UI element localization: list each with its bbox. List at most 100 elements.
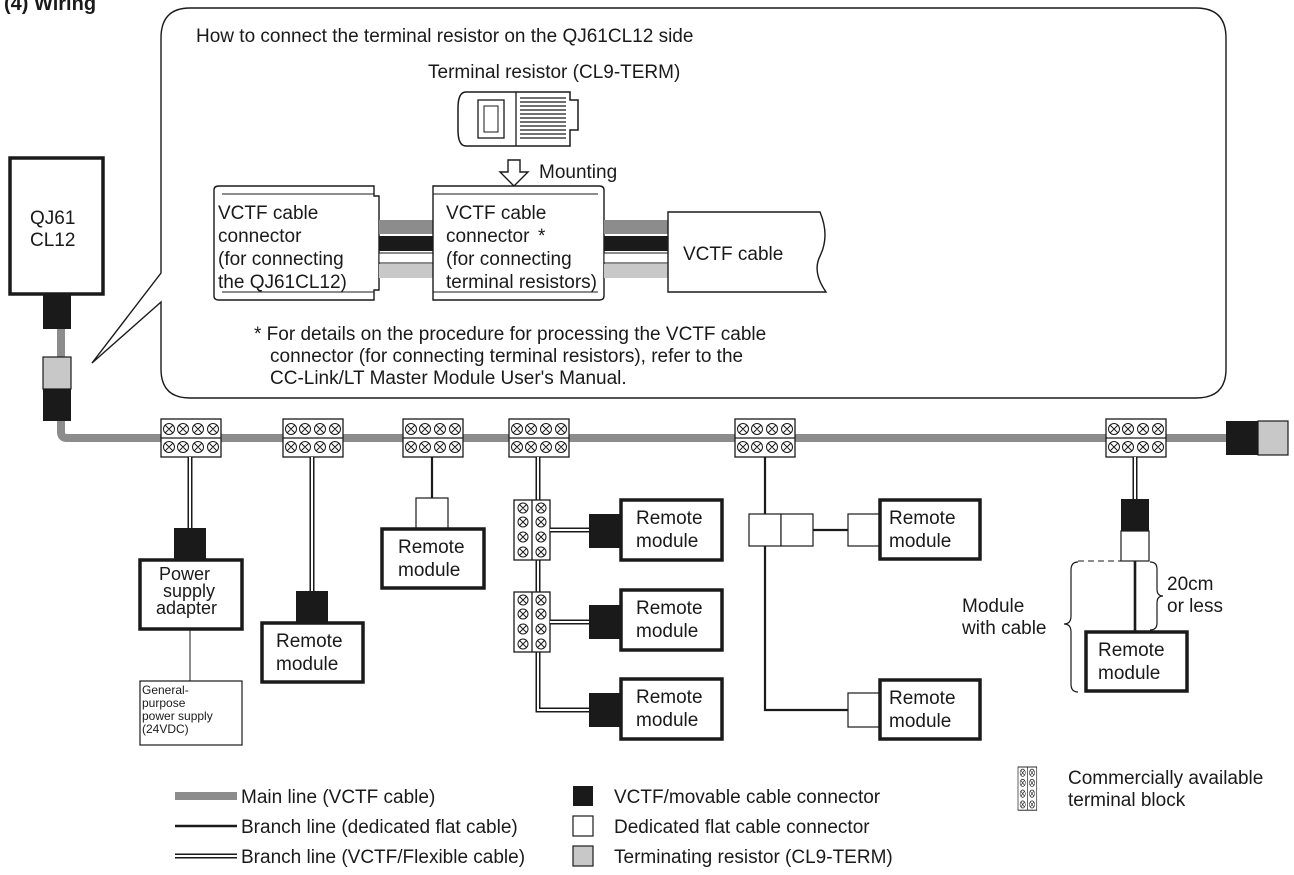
remote-module-line2: module [889,711,951,732]
legend-vctf-connector-swatch [573,786,593,806]
vctf-connector-qj61cl12 [213,185,380,301]
general-supply-line2: purpose [142,696,186,710]
remote-module [260,621,365,684]
remote-module-line2: module [1098,663,1160,684]
module-with-cable-line1: Module [962,596,1024,617]
vctf-cable-label: VCTF cable [683,244,783,265]
flat-connector [415,497,449,530]
terminal-block [513,499,551,561]
terminating-resistor [42,356,72,390]
flat-connector [748,513,782,547]
legend-terminating-resistor-swatch [572,845,594,867]
flat-connector [780,513,814,547]
general-supply-line4: (24VDC) [142,722,189,736]
flat-connector [847,513,881,547]
vctf-connector-terminal-resistors [432,185,605,301]
remote-module-line1: Remote [398,537,465,558]
mounting-label: Mounting [539,162,617,183]
remote-module-line1: Remote [276,631,343,652]
general-supply-line1: General- [142,683,189,697]
terminal-resistor-icon [457,91,579,147]
remote-module-line2: module [636,621,698,642]
legend-vctf-connector: VCTF/movable cable connector [614,787,881,808]
footnote-line1: * For details on the procedure for proce… [254,324,766,345]
remote-module [619,498,724,562]
branch-line-vctf [550,527,589,625]
cable-length-line2: or less [1167,596,1223,617]
connector-left-line3: (for connecting [218,249,344,270]
remote-module [619,677,724,741]
vctf-connector [1121,499,1149,531]
vctf-cable-jacket [667,211,828,293]
terminal-block [513,591,551,653]
length-brace [1149,561,1164,631]
master-label-line1: QJ61 [30,208,75,229]
remote-module [878,678,982,741]
general-supply-line3: power supply [142,709,213,723]
terminal-block [402,418,464,458]
terminal-block [282,418,344,458]
remote-module-line1: Remote [636,508,703,529]
master-label-line2: CL12 [30,230,75,251]
legend-flat-connector-swatch [572,815,594,837]
vctf-connector [296,591,328,623]
remote-module-line1: Remote [636,598,703,619]
legend-branch-flat: Branch line (dedicated flat cable) [241,817,518,838]
main-line [57,421,1226,442]
vctf-connector [43,389,71,421]
remote-module-line2: module [636,531,698,552]
terminal-block [508,418,570,458]
connector-left-line2: connector [218,226,302,247]
power-supply-adapter [138,558,244,631]
terminal-block [734,418,796,458]
remote-module-line2: module [276,654,338,675]
heading-fragment: (4) Wiring [4,0,96,15]
vctf-connector [589,693,621,727]
remote-module-line1: Remote [1098,640,1165,661]
remote-module-line1: Remote [889,508,956,529]
vctf-connector [589,514,621,548]
connector-left-line4: the QJ61CL12) [218,272,347,293]
remote-module [380,527,486,590]
power-adapter-line1: Power [159,564,210,584]
legend-terminal-block-line2: terminal block [1068,790,1186,811]
flat-connector [847,692,881,728]
remote-module-line2: module [398,560,460,581]
power-adapter-line3: adapter [156,598,217,618]
general-purpose-power-supply [139,680,243,746]
legend-branch-vctf: Branch line (VCTF/Flexible cable) [241,847,525,868]
module-with-cable-line2: with cable [961,618,1047,639]
remote-module-line2: module [636,710,698,731]
remote-module [878,498,982,561]
connector-left-line1: VCTF cable [218,203,318,224]
remote-module-line2: module [889,531,951,552]
remote-module [619,588,724,652]
terminal-block [1105,418,1167,458]
cable-length-line1: 20cm [1167,574,1213,595]
cable-wires-between [378,220,434,278]
vctf-connector [589,605,621,639]
vctf-connector [1226,421,1258,455]
legend-flat-connector: Dedicated flat cable connector [614,817,870,838]
master-module-qj61cl12 [8,156,105,296]
connector-mid-line3: (for connecting [446,249,572,270]
cable-wires-right [603,220,669,278]
mounting-arrow-icon [498,159,530,187]
terminal-resistor-label: Terminal resistor (CL9-TERM) [428,62,680,83]
callout-title: How to connect the terminal resistor on … [196,26,693,47]
legend-terminating-resistor: Terminating resistor (CL9-TERM) [614,847,893,868]
branch-line-flat [763,457,848,712]
remote-module-line1: Remote [889,688,956,709]
remote-module [1084,630,1189,693]
vctf-connector [174,528,206,560]
callout-bubble [91,7,1227,399]
power-adapter-line2: supply [163,581,215,601]
connector-mid-line1: VCTF cable [446,203,546,224]
flat-connector [1120,530,1150,562]
legend-main-line: Main line (VCTF cable) [241,787,435,808]
connector-mid-line2: connector [446,226,530,247]
legend-main-line-swatch [175,792,237,800]
terminating-resistor [1257,420,1289,456]
vctf-connector [43,295,71,329]
